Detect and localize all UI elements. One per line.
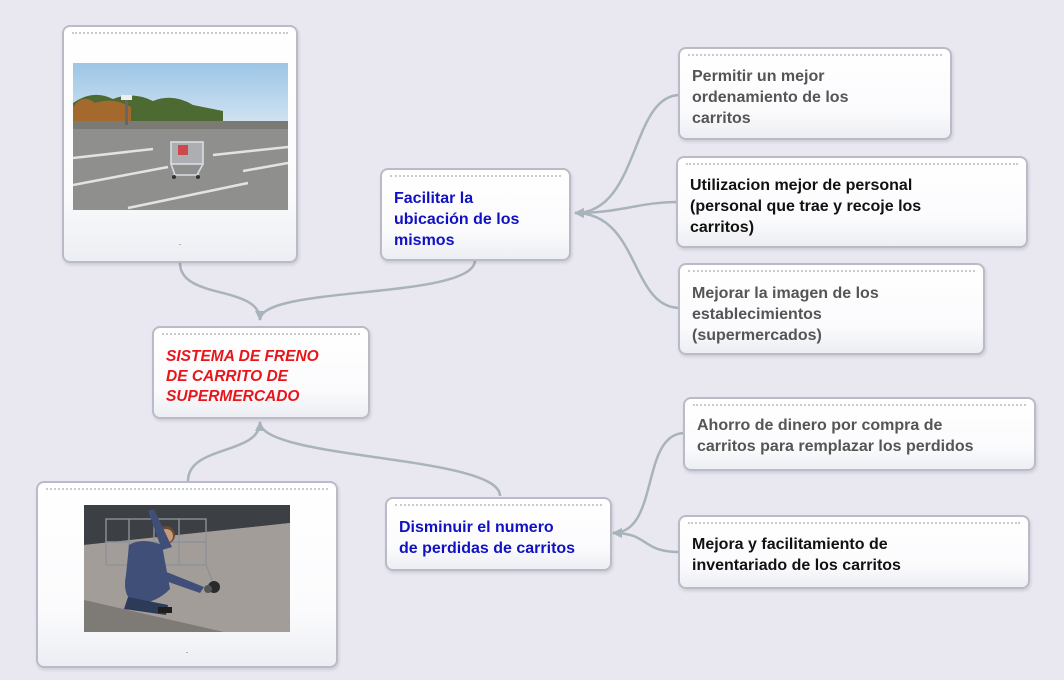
central-node[interactable]: SISTEMA DE FRENO DE CARRITO DE SUPERMERC… <box>152 326 370 419</box>
image-caption: . <box>185 645 189 655</box>
parking-lot-cart-photo <box>73 63 288 210</box>
connector-child4-to-branch2 <box>612 431 686 538</box>
image-node-man-cart[interactable]: . <box>36 481 338 668</box>
branch-node-disminuir[interactable]: Disminuir el numero de perdidas de carri… <box>385 497 612 571</box>
image-caption: . <box>178 237 182 247</box>
central-topic: SISTEMA DE FRENO DE CARRITO DE SUPERMERC… <box>166 348 319 405</box>
connector-child2-to-branch1 <box>574 200 678 218</box>
child-label: Mejora y facilitamiento de inventariado … <box>692 536 901 574</box>
child-label: Permitir un mejor ordenamiento de los ca… <box>692 68 849 127</box>
branch-label: Disminuir el numero de perdidas de carri… <box>399 519 576 557</box>
child-node-inventariado[interactable]: Mejora y facilitamiento de inventariado … <box>678 515 1030 589</box>
person-shape <box>124 509 204 615</box>
connector-image1-to-central <box>178 262 265 321</box>
child-label: Utilizacion mejor de personal (personal … <box>690 177 922 236</box>
child-label: Mejorar la imagen de los establecimiento… <box>692 285 879 344</box>
branch-label: Facilitar la ubicación de los mismos <box>394 190 520 249</box>
child-node-ahorro[interactable]: Ahorro de dinero por compra de carritos … <box>683 397 1036 471</box>
child-label: Ahorro de dinero por compra de carritos … <box>697 417 974 455</box>
connector-branch2-to-central <box>258 421 502 497</box>
connector-child1-to-branch1 <box>574 93 681 218</box>
man-with-cart-photo <box>84 505 290 632</box>
connector-image2-to-central <box>186 421 265 482</box>
child-node-imagen[interactable]: Mejorar la imagen de los establecimiento… <box>678 263 985 355</box>
child-node-personal[interactable]: Utilizacion mejor de personal (personal … <box>676 156 1028 248</box>
connector-branch1-to-central <box>258 259 477 321</box>
child-node-ordenamiento[interactable]: Permitir un mejor ordenamiento de los ca… <box>678 47 952 140</box>
connector-child3-to-branch1 <box>574 208 681 310</box>
connector-child5-to-branch2 <box>612 528 681 554</box>
branch-node-facilitar[interactable]: Facilitar la ubicación de los mismos <box>380 168 571 261</box>
image-node-parking[interactable]: . <box>62 25 298 263</box>
